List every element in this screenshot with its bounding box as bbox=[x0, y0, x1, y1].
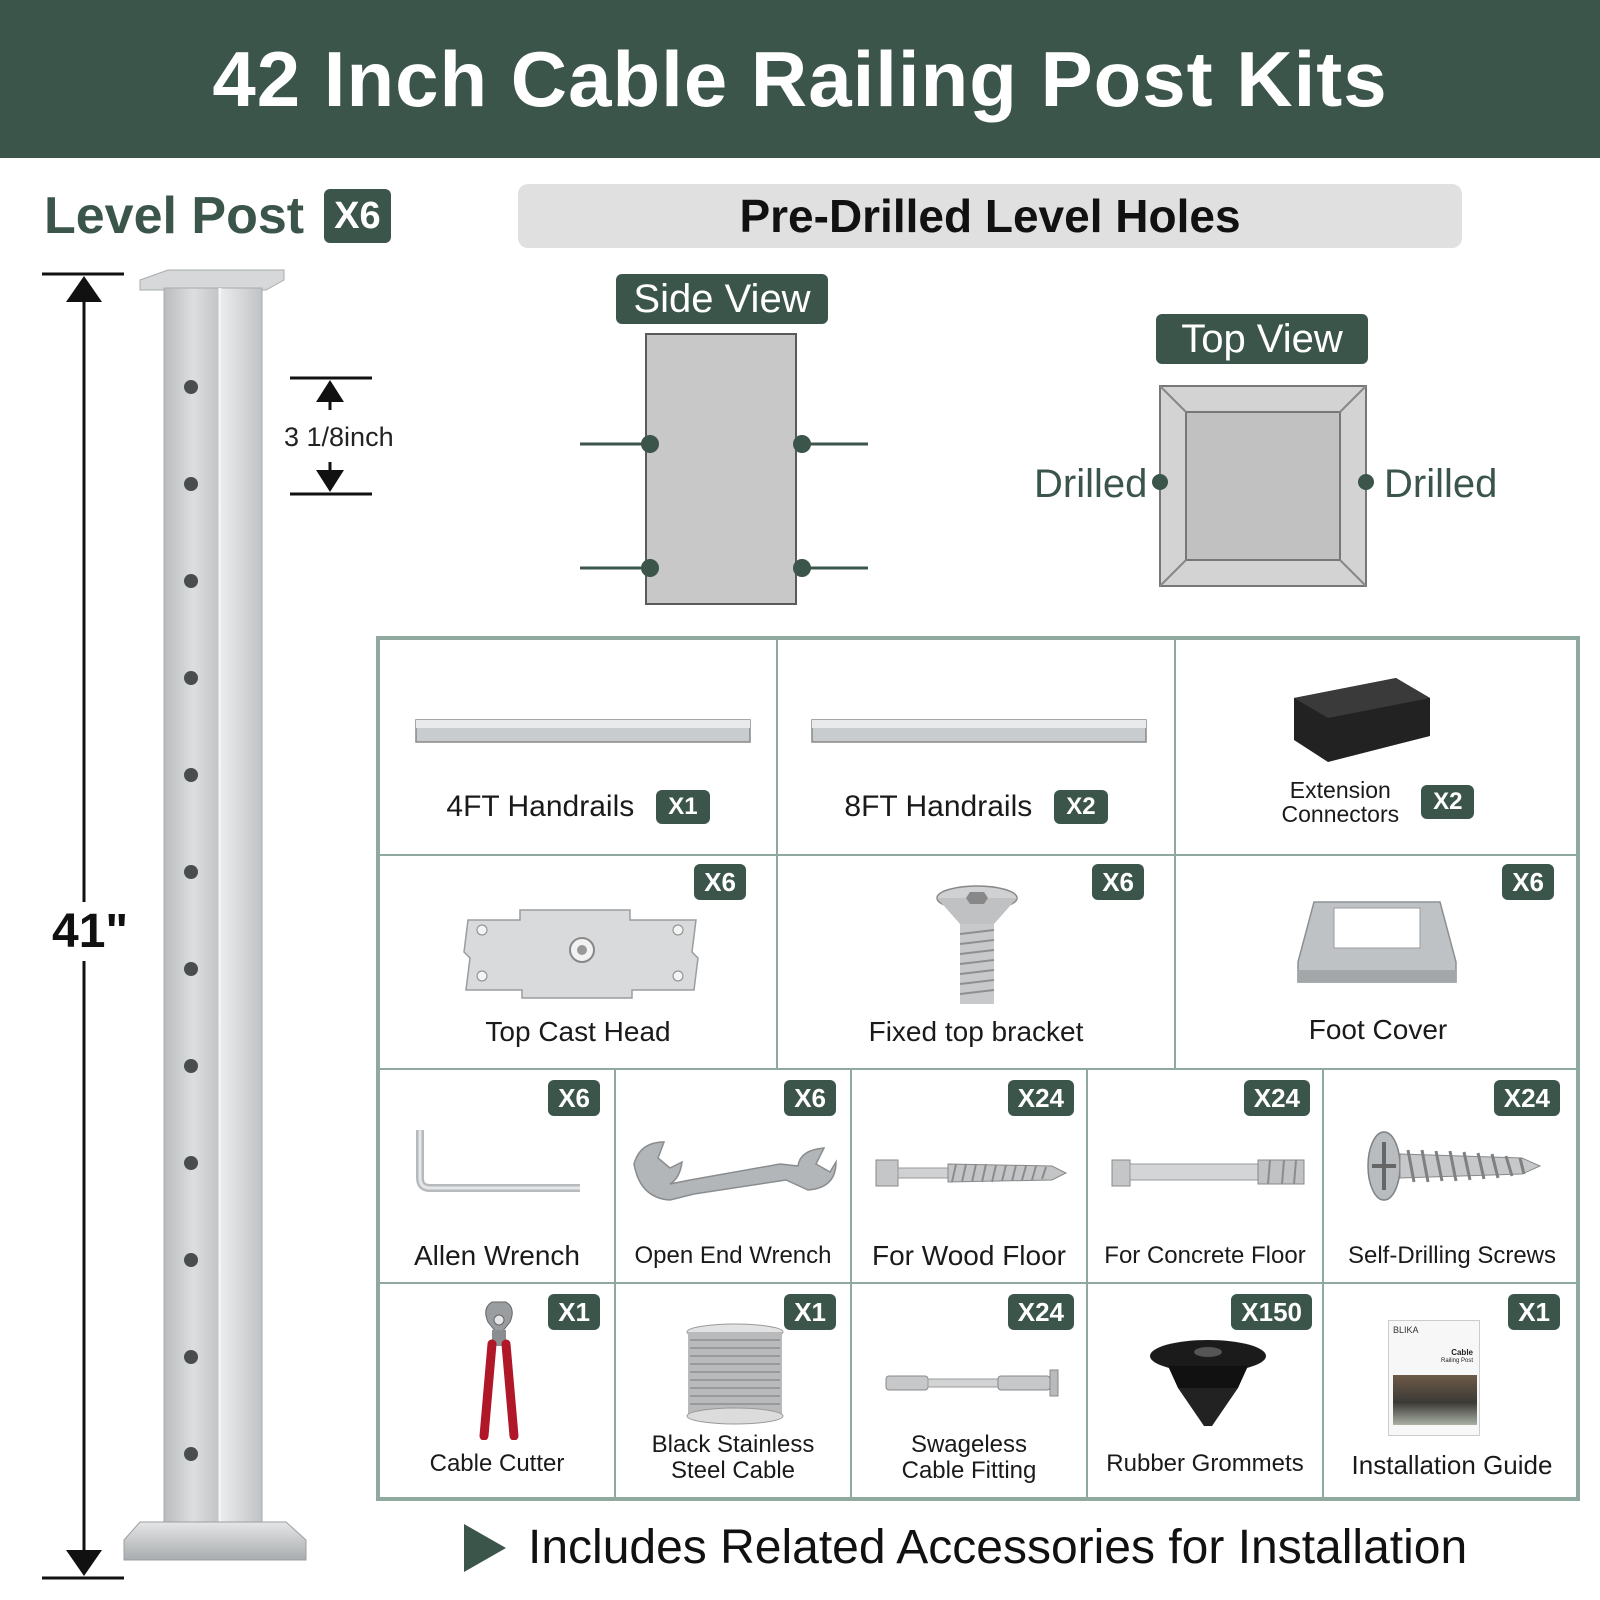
kit-contents-grid: 4FT Handrails X1 8FT Handrails X2 Extens… bbox=[376, 636, 1580, 1501]
kit-item-stainless-steel-cable: X1 Black Stainless Steel Cable bbox=[616, 1284, 852, 1501]
booklet-title-line2: Railing Post bbox=[1440, 1357, 1473, 1364]
post-height-label: 41" bbox=[52, 902, 129, 961]
kit-item-connectors-label-row: Extension Connectors X2 bbox=[1176, 778, 1580, 826]
foot-cover-icon bbox=[1297, 901, 1457, 983]
qty-badge: X1 bbox=[1508, 1294, 1560, 1330]
kit-item-label: Rubber Grommets bbox=[1106, 1450, 1304, 1477]
handrail-icon bbox=[811, 719, 1147, 743]
kit-item-fixed-top-bracket: X6 Fixed top bracket bbox=[778, 856, 1176, 1070]
booklet-photo bbox=[1393, 1375, 1477, 1425]
kit-item-label-line2: Connectors bbox=[1281, 801, 1400, 828]
connector-block-icon bbox=[1294, 678, 1430, 762]
drilled-label-right: Drilled bbox=[1384, 462, 1498, 506]
kit-item-extension-connectors: Extension Connectors X2 bbox=[1176, 640, 1580, 856]
qty-badge: X6 bbox=[694, 864, 746, 900]
qty-badge: X2 bbox=[1421, 785, 1475, 820]
drilled-label-left: Drilled bbox=[1034, 462, 1148, 506]
guide-booklet-icon: BLIKA Cable Railing Post bbox=[1388, 1320, 1480, 1436]
hole-spacing-label: 3 1/8inch bbox=[284, 422, 394, 452]
kit-item-installation-guide: X1 BLIKA Cable Railing Post Installation… bbox=[1324, 1284, 1580, 1501]
flat-head-screw-icon bbox=[936, 885, 1018, 1004]
kit-item-self-drilling-screws: X24 Self-Drilling Screws bbox=[1324, 1070, 1580, 1284]
qty-badge: X1 bbox=[548, 1294, 600, 1330]
qty-badge: X6 bbox=[1092, 864, 1144, 900]
qty-badge: X2 bbox=[1054, 790, 1108, 824]
kit-item-label: Top Cast Head bbox=[485, 1016, 671, 1047]
kit-item-wood-floor-screw: X24 For Wood Floor bbox=[852, 1070, 1088, 1284]
kit-item-top-cast-head: X6 Top Cast Head bbox=[380, 856, 778, 1070]
side-view-tag: Side View bbox=[616, 274, 828, 324]
play-triangle-icon bbox=[464, 1523, 506, 1572]
kit-item-label-line1: Extension bbox=[1289, 777, 1391, 803]
accessories-note-text: Includes Related Accessories for Install… bbox=[528, 1521, 1468, 1574]
handrail-icon bbox=[415, 719, 751, 743]
top-view-diagram bbox=[1152, 385, 1374, 587]
cable-cutter-icon bbox=[479, 1301, 519, 1440]
booklet-brand: BLIKA bbox=[1393, 1325, 1419, 1335]
kit-item-label-line2: Cable Fitting bbox=[901, 1457, 1037, 1485]
self-drilling-screw-icon bbox=[1367, 1131, 1542, 1201]
kit-item-8ft-label-row: 8FT Handrails X2 bbox=[778, 790, 1174, 824]
side-view-diagram bbox=[580, 333, 868, 605]
cast-head-plate-icon bbox=[463, 909, 699, 999]
kit-item-concrete-floor-anchor: X24 For Concrete Floor bbox=[1088, 1070, 1324, 1284]
level-post-qty-badge: X6 bbox=[324, 189, 391, 243]
level-post-title: Level Post X6 bbox=[44, 186, 391, 246]
qty-badge: X24 bbox=[1007, 1080, 1074, 1116]
qty-badge: X6 bbox=[784, 1080, 836, 1116]
kit-item-label-line1: Swageless bbox=[910, 1431, 1028, 1458]
lag-screw-icon bbox=[875, 1159, 1068, 1187]
page-header: 42 Inch Cable Railing Post Kits bbox=[0, 0, 1600, 158]
qty-badge: X24 bbox=[1243, 1080, 1310, 1116]
qty-badge: X6 bbox=[548, 1080, 600, 1116]
page-title: 42 Inch Cable Railing Post Kits bbox=[212, 34, 1388, 123]
grommet-icon bbox=[1150, 1340, 1266, 1426]
pre-drilled-banner: Pre-Drilled Level Holes bbox=[518, 184, 1462, 248]
qty-badge: X1 bbox=[784, 1294, 836, 1330]
qty-badge: X6 bbox=[1502, 864, 1554, 900]
cable-spool-icon bbox=[686, 1323, 784, 1425]
kit-item-label: Foot Cover bbox=[1308, 1014, 1448, 1045]
kit-item-label: Open End Wrench bbox=[634, 1242, 832, 1269]
kit-item-label: Cable Cutter bbox=[429, 1450, 565, 1477]
kit-item-open-end-wrench: X6 Open End Wrench bbox=[616, 1070, 852, 1284]
kit-item-label-block: Swageless Cable Fitting bbox=[852, 1431, 1086, 1485]
kit-item-4ft-label-row: 4FT Handrails X1 bbox=[380, 790, 776, 824]
kit-item-label: 8FT Handrails bbox=[844, 790, 1033, 823]
kit-item-foot-cover: X6 Foot Cover bbox=[1176, 856, 1580, 1070]
kit-item-4ft-handrails: 4FT Handrails X1 bbox=[380, 640, 778, 856]
kit-item-label: Fixed top bracket bbox=[868, 1016, 1084, 1047]
spacing-dimension bbox=[290, 376, 372, 496]
level-post-label: Level Post bbox=[44, 187, 305, 245]
level-post-illustration bbox=[42, 269, 372, 1580]
kit-item-label: For Concrete Floor bbox=[1104, 1242, 1306, 1269]
kit-item-swageless-fitting: X24 Swageless Cable Fitting bbox=[852, 1284, 1088, 1501]
kit-item-rubber-grommets: X150 Rubber Grommets bbox=[1088, 1284, 1324, 1501]
kit-item-label-block: Black Stainless Steel Cable bbox=[616, 1431, 850, 1485]
kit-item-label: 4FT Handrails bbox=[446, 790, 635, 823]
open-end-wrench-icon bbox=[633, 1141, 837, 1201]
qty-badge: X150 bbox=[1231, 1294, 1312, 1330]
kit-item-cable-cutter: X1 Cable Cutter bbox=[380, 1284, 616, 1501]
kit-item-label: Allen Wrench bbox=[413, 1240, 580, 1271]
qty-badge: X24 bbox=[1493, 1080, 1560, 1116]
anchor-bolt-icon bbox=[1111, 1159, 1305, 1187]
kit-item-allen-wrench: X6 Allen Wrench bbox=[380, 1070, 616, 1284]
kit-item-label-line1: Black Stainless bbox=[651, 1431, 815, 1458]
kit-item-label: Installation Guide bbox=[1351, 1450, 1553, 1480]
qty-badge: X1 bbox=[656, 790, 710, 824]
top-view-tag: Top View bbox=[1156, 314, 1368, 364]
booklet-title-line1: Cable bbox=[1451, 1348, 1473, 1357]
qty-badge: X24 bbox=[1007, 1294, 1074, 1330]
cable-fitting-icon bbox=[885, 1369, 1059, 1397]
accessories-note: Includes Related Accessories for Install… bbox=[464, 1520, 1467, 1575]
kit-item-label: For Wood Floor bbox=[872, 1240, 1066, 1271]
post-holes bbox=[184, 380, 198, 1461]
kit-item-label: Self-Drilling Screws bbox=[1347, 1242, 1557, 1269]
kit-item-label-line2: Steel Cable bbox=[670, 1457, 796, 1485]
allen-wrench-icon bbox=[416, 1130, 580, 1192]
kit-item-8ft-handrails: 8FT Handrails X2 bbox=[778, 640, 1176, 856]
